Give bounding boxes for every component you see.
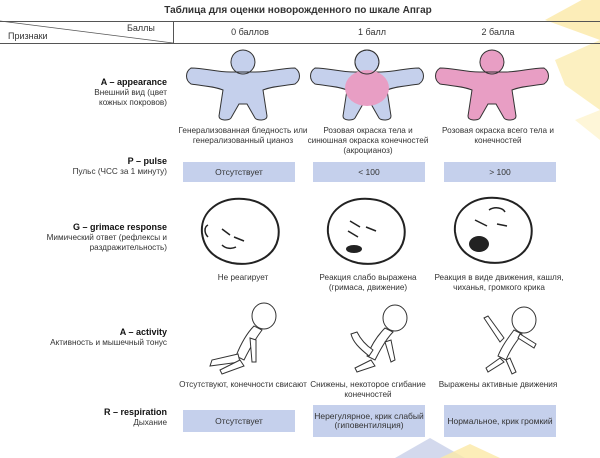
criterion-desc: Дыхание [133, 418, 167, 427]
criterion-desc: Активность и мышечный тонус [50, 338, 167, 347]
header-top-line [0, 21, 600, 22]
infant-limp-figure [209, 302, 277, 375]
respiration-cell-1: Нерегулярное, крик слабый (гиповентиляци… [313, 405, 425, 437]
respiration-cell-0: Отсутствует [183, 410, 295, 432]
infant-active-figure [483, 306, 537, 375]
criterion-desc: Пульс (ЧСС за 1 минуту) [72, 167, 167, 176]
criterion-desc: Внешний вид (цвет кожных покровов) [94, 88, 167, 107]
grimace-cell-1: Реакция слабо выражена (гримаса, движени… [319, 273, 417, 292]
criterion-activity: A – activity Активность и мышечный тонус [0, 327, 167, 348]
table-title: Таблица для оценки новорожденного по шка… [164, 5, 432, 16]
header-bottom-line [0, 43, 600, 44]
header-divider [173, 21, 174, 43]
baby-acrocyanosis-figure [310, 49, 424, 121]
criterion-code: G – grimace response [72, 222, 167, 232]
criterion-desc: Мимический ответ (рефлексы и раздражител… [46, 233, 167, 252]
column-header-0: 0 баллов [231, 27, 269, 37]
criterion-pulse: P – pulse Пульс (ЧСС за 1 минуту) [0, 156, 167, 177]
appearance-cell-0: Генерализованная бледность или генерализ… [178, 126, 308, 145]
activity-cell-2: Выражены активные движения [438, 380, 558, 389]
face-strong-cry [453, 196, 533, 264]
baby-pale-figure [186, 49, 300, 121]
criterion-appearance: A – appearance Внешний вид (цвет кожных … [0, 77, 167, 108]
infant-partial-flexion-figure [350, 304, 408, 373]
face-no-reaction [200, 197, 280, 265]
criterion-grimace: G – grimace response Мимический ответ (р… [0, 222, 167, 253]
column-header-2: 2 балла [481, 27, 515, 37]
activity-cell-0: Отсутствуют, конечности свисают [179, 380, 307, 389]
header-signs-label: Признаки [8, 31, 48, 41]
baby-pink-figure [435, 49, 549, 121]
appearance-cell-2: Розовая окраска всего тела и конечностей [442, 126, 554, 145]
criterion-code: A – appearance [100, 77, 167, 87]
criterion-code: P – pulse [127, 156, 167, 166]
face-weak-grimace [326, 197, 406, 265]
header-diagonal [0, 20, 174, 44]
pulse-cell-2: > 100 [444, 162, 556, 182]
criterion-code: R – respiration [103, 407, 167, 417]
grimace-cell-2: Реакция в виде движения, кашля, чиханья,… [434, 273, 564, 292]
appearance-cell-1: Розовая окраска тела и синюшная окраска … [307, 126, 429, 155]
pulse-cell-1: < 100 [313, 162, 425, 182]
pulse-cell-0: Отсутствует [183, 162, 295, 182]
grimace-cell-0: Не реагирует [217, 273, 269, 282]
respiration-cell-2: Нормальное, крик громкий [444, 405, 556, 437]
column-header-1: 1 балл [358, 27, 386, 37]
header-scores-label: Баллы [127, 23, 155, 33]
activity-cell-1: Снижены, некоторое сгибание конечностей [310, 380, 426, 399]
criterion-code: A – activity [119, 327, 167, 337]
criterion-respiration: R – respiration Дыхание [0, 407, 167, 428]
